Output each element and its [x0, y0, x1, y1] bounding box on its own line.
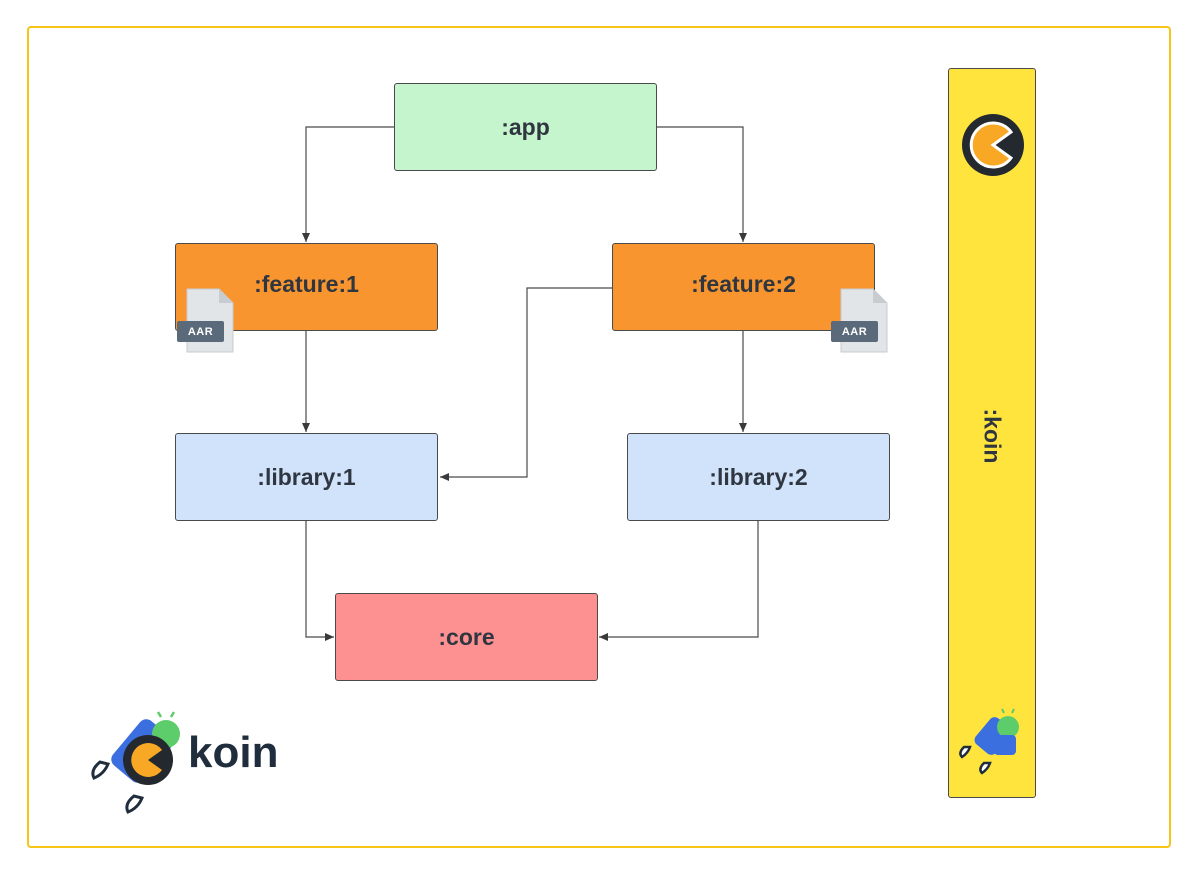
node-app: :app [394, 83, 657, 171]
koin-module-bar [948, 68, 1036, 798]
koin-pacman-icon [962, 114, 1024, 176]
node-feature-1-label: :feature:1 [254, 270, 359, 297]
node-library-1-label: :library:1 [257, 463, 356, 490]
node-core-label: :core [438, 623, 495, 650]
brand-wordmark: koin [188, 728, 279, 777]
node-app-label: :app [501, 113, 550, 140]
node-core: :core [335, 593, 598, 681]
aar-file-icon: AAR [829, 288, 891, 354]
edge-app-feature2 [657, 126, 747, 242]
node-library-1: :library:1 [175, 433, 438, 521]
diagram-frame [27, 26, 1171, 848]
edge-app-feature1 [302, 126, 394, 242]
node-feature-2-label: :feature:2 [691, 270, 796, 297]
android-rocket-icon [959, 708, 1019, 775]
koin-logo-icon [91, 711, 180, 814]
edge-library1-core [305, 521, 334, 641]
node-library-2-label: :library:2 [709, 463, 808, 490]
edge-feature2-library1 [440, 287, 612, 481]
aar-badge-label: AAR [831, 321, 878, 342]
node-feature-2: :feature:2 [612, 243, 875, 331]
aar-file-icon: AAR [175, 288, 237, 354]
edge-library2-core [599, 521, 759, 641]
aar-badge-label: AAR [177, 321, 224, 342]
koin-module-label: :koin [979, 408, 1006, 464]
node-library-2: :library:2 [627, 433, 890, 521]
